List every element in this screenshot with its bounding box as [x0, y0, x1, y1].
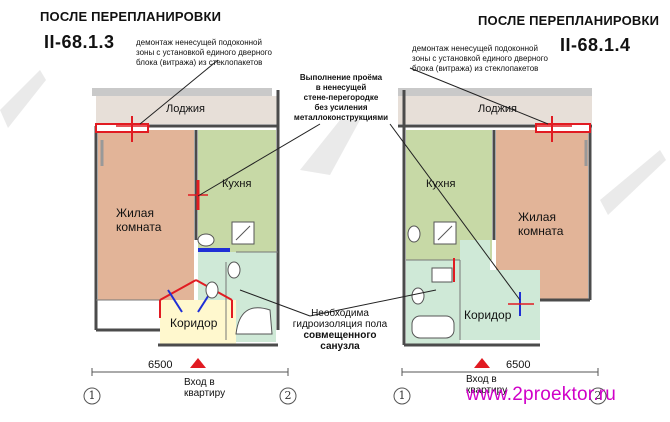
waterproof-note-line: гидроизоляция пола [292, 319, 388, 330]
left-note-line: блока (витража) из стеклопакетов [136, 58, 263, 67]
left-sink-icon [197, 233, 215, 247]
left-walls [94, 90, 280, 347]
site-link[interactable]: www.2proektor.ru [466, 384, 616, 405]
left-axis-circle-1 [83, 387, 101, 405]
right-corridor-label: Коридор [464, 308, 512, 322]
right-window-unit [535, 123, 591, 133]
opening-note-line: стене-перегородке [303, 93, 379, 102]
right-living-line: Жилая [518, 210, 556, 224]
left-toilet-icon [205, 281, 219, 299]
left-loggia [96, 96, 278, 124]
leader-lines [139, 59, 549, 317]
opening-note-line: металлоконструкциями [293, 113, 389, 122]
right-entry-line: квартиру [466, 385, 508, 396]
right-note-line: блока (витража) из стеклопакетов [412, 64, 539, 73]
left-corridor [160, 300, 236, 345]
left-axis-circle-2 [279, 387, 297, 405]
right-header: ПОСЛЕ ПЕРЕПЛАНИРОВКИ [478, 13, 660, 28]
left-header: ПОСЛЕ ПЕРЕПЛАНИРОВКИ [40, 9, 222, 24]
left-window-unit [95, 123, 149, 133]
right-entry-arrow-icon [474, 358, 490, 368]
left-living-line: Жилая [116, 206, 154, 220]
left-loggia-label: Лоджия [166, 103, 205, 115]
left-axis-label-2: 2 [284, 389, 292, 402]
waterproof-note-bold-line: совмещенного [303, 330, 377, 341]
waterproof-note-bold-line: санузла [320, 341, 360, 352]
right-loggia-label: Лоджия [478, 103, 517, 115]
right-washbasin-icon [431, 267, 453, 283]
right-sink-icon [407, 225, 421, 243]
left-bathtub-icon [235, 307, 273, 335]
right-dimension-value: 6500 [506, 359, 531, 371]
left-entry-line: Вход в [184, 377, 215, 388]
right-axis-label-2: 2 [594, 389, 602, 402]
waterproof-note: Необходима гидроизоляция пола совмещенно… [280, 308, 400, 352]
right-toilet-icon [411, 287, 425, 305]
opening-note-line: без усиления [314, 103, 368, 112]
left-axis-label-1: 1 [88, 389, 96, 402]
right-living-label: Жилая комната [518, 210, 563, 238]
left-entry-line: квартиру [184, 388, 226, 399]
right-note-line: зоны с установкой единого дверного [412, 54, 548, 63]
left-entry-label: Вход в квартиру [184, 377, 225, 399]
right-note-line: демонтаж ненесущей подоконной [412, 44, 538, 53]
left-series-title: II-68.1.3 [44, 32, 115, 52]
left-kitchen-label: Кухня [222, 178, 252, 190]
left-living-room [98, 130, 194, 300]
opening-note: Выполнение проёма в ненесущей стене-пере… [286, 73, 396, 123]
right-axis-circle-2 [589, 387, 607, 405]
right-loggia [398, 96, 592, 124]
opening-note-line: в ненесущей [315, 83, 367, 92]
right-axis-label-1: 1 [398, 389, 406, 402]
left-note-line: зоны с установкой единого дверного [136, 48, 272, 57]
right-axis-circle-1 [393, 387, 411, 405]
right-kitchen-label: Кухня [426, 178, 456, 190]
waterproof-note-line: Необходима [311, 308, 369, 319]
watermark [0, 70, 666, 215]
left-corridor-label: Коридор [170, 316, 218, 330]
left-living-line: комната [116, 220, 162, 234]
right-bathtub-icon [411, 315, 455, 339]
left-entry-arrow-icon [190, 358, 206, 368]
left-dimension-value: 6500 [148, 359, 173, 371]
right-plan [393, 88, 607, 405]
opening-note-line: Выполнение проёма [299, 73, 383, 82]
left-living-label: Жилая комната [116, 206, 161, 234]
left-roof-band [92, 88, 272, 96]
left-note-line: демонтаж ненесущей подоконной [136, 38, 262, 47]
right-roof-band [398, 88, 592, 96]
left-washbasin-icon [227, 261, 241, 279]
left-plan [83, 88, 297, 405]
left-window-note: демонтаж ненесущей подоконной зоны с уст… [136, 38, 306, 68]
right-window-note: демонтаж ненесущей подоконной зоны с уст… [412, 44, 582, 74]
right-entry-label: Вход в квартиру [466, 374, 507, 396]
right-series-title: II-68.1.4 [560, 35, 631, 55]
right-entry-line: Вход в [466, 374, 497, 385]
right-living-line: комната [518, 224, 564, 238]
